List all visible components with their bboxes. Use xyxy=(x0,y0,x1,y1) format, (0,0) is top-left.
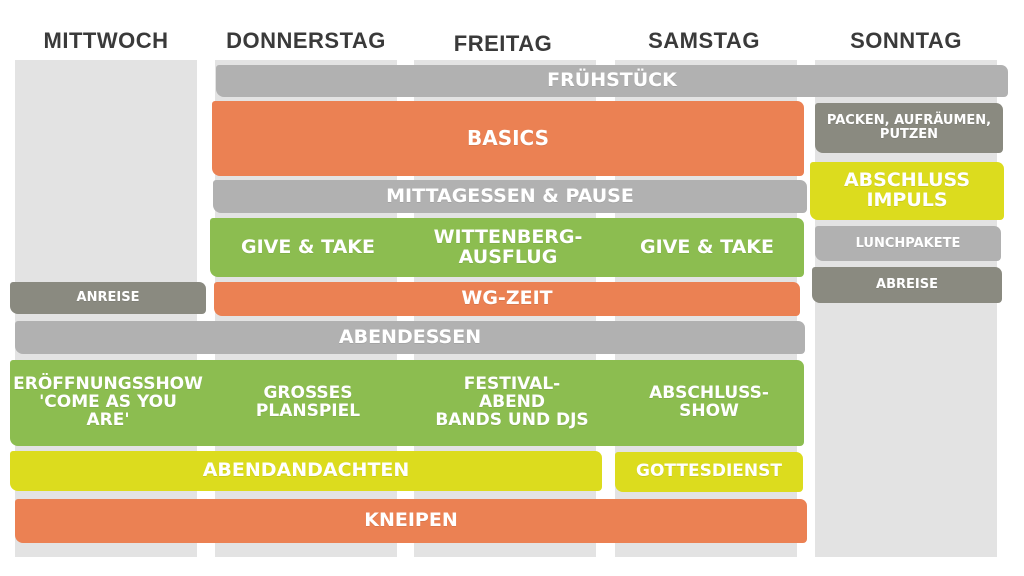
block-give-take-2-label: GIVE & TAKE xyxy=(639,235,775,258)
block-packen: PACKEN, AUFRÄUMEN, PUTZEN xyxy=(815,103,1003,153)
block-abreise: ABREISE xyxy=(812,267,1002,303)
block-abreise-label: ABREISE xyxy=(876,277,938,293)
block-planspiel: GROßES PLANSPIEL xyxy=(206,360,410,446)
block-give-take-1-label: GIVE & TAKE xyxy=(240,235,376,258)
block-abendessen: ABENDESSEN xyxy=(15,321,805,354)
block-abendandachten: ABENDANDACHTEN xyxy=(10,451,602,491)
block-basics-label: BASICS xyxy=(466,126,550,150)
block-kneipen-label: KNEIPEN xyxy=(364,509,458,532)
block-abschluss-impuls: ABSCHLUSS IMPULS xyxy=(810,162,1004,220)
block-wg-zeit-label: WG-ZEIT xyxy=(461,287,553,310)
block-anreise: ANREISE xyxy=(10,282,206,314)
block-mittagessen-label: MITTAGESSEN & PAUSE xyxy=(386,184,634,207)
block-abendandachten-label: ABENDANDACHTEN xyxy=(202,459,410,482)
block-eroeffnungsshow-label: ERÖFFNUNGSSHOW 'COME AS YOU ARE' xyxy=(13,374,203,430)
block-eroeffnungsshow: ERÖFFNUNGSSHOW 'COME AS YOU ARE' xyxy=(10,360,206,446)
block-planspiel-label: GROßES PLANSPIEL xyxy=(255,383,361,421)
block-abschluss-impuls-label: ABSCHLUSS IMPULS xyxy=(843,169,971,211)
block-abschlussshow-label: ABSCHLUSS- SHOW xyxy=(649,383,769,421)
block-give-take-wittenberg: GIVE & TAKE WITTENBERG- AUSFLUG GIVE & T… xyxy=(210,218,804,277)
block-fruehstueck-label: FRÜHSTÜCK xyxy=(547,69,677,92)
block-gottesdienst: GOTTESDIENST xyxy=(615,452,803,492)
day-header-freitag: FREITAG xyxy=(453,31,553,56)
block-anreise-label: ANREISE xyxy=(76,290,140,306)
block-basics: BASICS xyxy=(212,101,804,176)
block-abschlussshow: ABSCHLUSS- SHOW xyxy=(614,360,804,446)
block-kneipen: KNEIPEN xyxy=(15,499,807,543)
block-festival-abend: FESTIVAL- ABEND BANDS UND DJS xyxy=(410,360,614,446)
block-wittenberg-ausflug-label: WITTENBERG- AUSFLUG xyxy=(433,225,583,268)
block-lunchpakete: LUNCHPAKETE xyxy=(815,226,1001,261)
day-header-mittwoch: MITTWOCH xyxy=(43,28,169,53)
block-lunchpakete-label: LUNCHPAKETE xyxy=(855,235,961,251)
day-header-sonntag: SONNTAG xyxy=(850,28,962,53)
block-give-take-1: GIVE & TAKE xyxy=(210,218,406,277)
block-wittenberg-ausflug: WITTENBERG- AUSFLUG xyxy=(406,218,610,277)
block-wg-zeit: WG-ZEIT xyxy=(214,282,800,316)
block-gottesdienst-label: GOTTESDIENST xyxy=(636,461,782,482)
day-header-samstag: SAMSTAG xyxy=(648,28,760,53)
block-festival-abend-label: FESTIVAL- ABEND BANDS UND DJS xyxy=(435,374,589,430)
block-abendessen-label: ABENDESSEN xyxy=(338,325,482,348)
block-abendprogramm: ERÖFFNUNGSSHOW 'COME AS YOU ARE' GROßES … xyxy=(10,360,804,446)
block-packen-label: PACKEN, AUFRÄUMEN, PUTZEN xyxy=(826,113,992,142)
block-mittagessen: MITTAGESSEN & PAUSE xyxy=(213,180,807,213)
block-give-take-2: GIVE & TAKE xyxy=(610,218,804,277)
day-header-donnerstag: DONNERSTAG xyxy=(226,28,386,53)
block-fruehstueck: FRÜHSTÜCK xyxy=(216,65,1008,97)
